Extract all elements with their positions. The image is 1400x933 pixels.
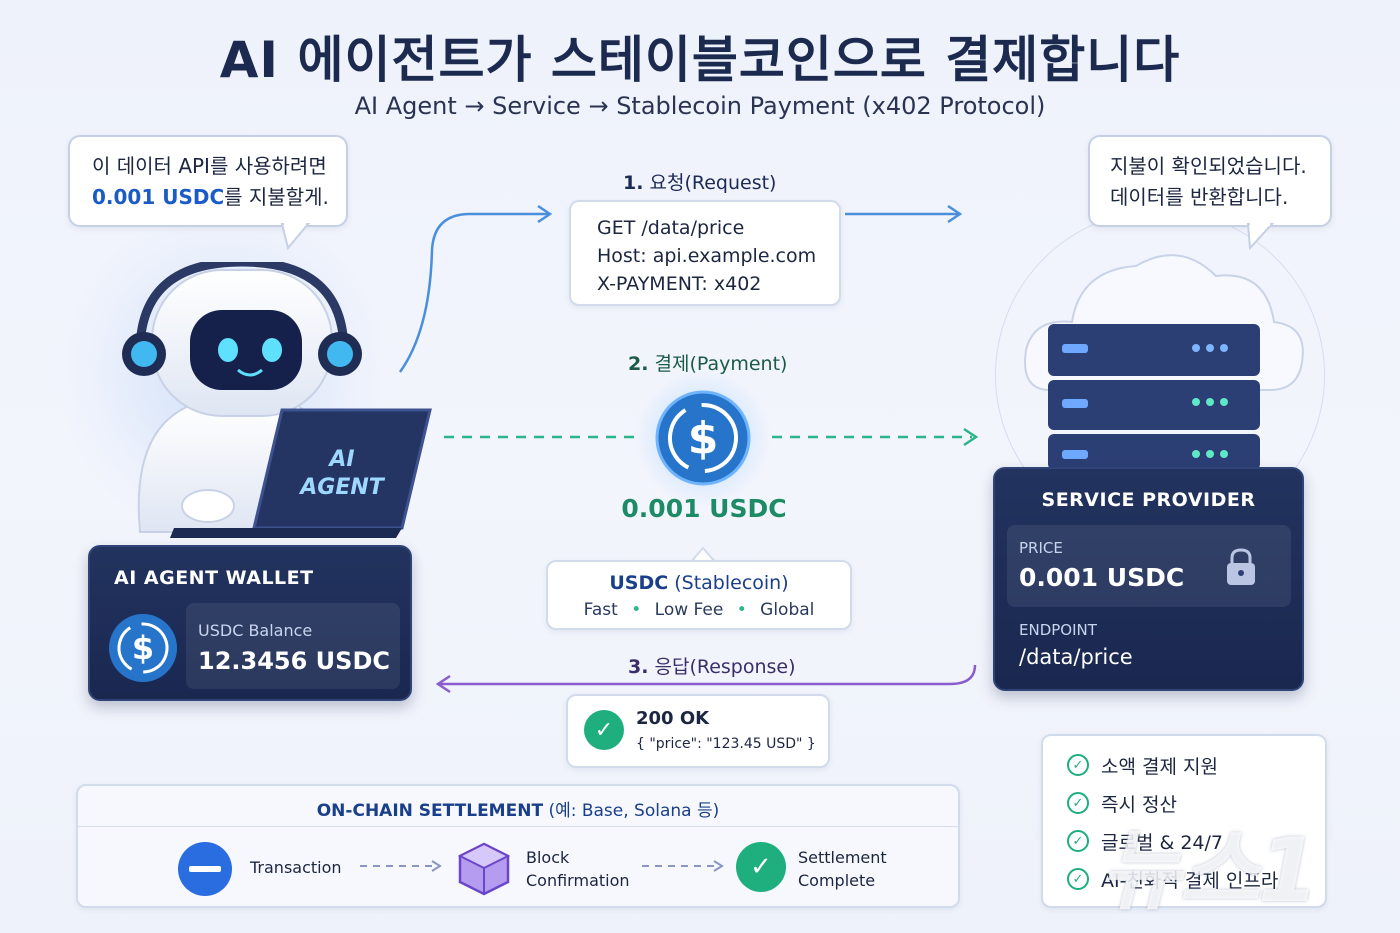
request-step-label: 1. 요청(Request) bbox=[623, 172, 777, 194]
usdc-feature-global: Global bbox=[760, 600, 815, 620]
response-check-icon: ✓ bbox=[584, 710, 624, 750]
benefit-item: ✓즉시 정산 bbox=[1067, 784, 1325, 822]
usdc-feature-fast: Fast bbox=[583, 600, 618, 620]
benefit-item: ✓글로벌 & 24/7 bbox=[1067, 822, 1325, 860]
agent-bubble-amount: 0.001 USDC bbox=[92, 185, 225, 209]
usdc-info-card: USDC (Stablecoin) Fast • Low Fee • Globa… bbox=[546, 560, 852, 630]
provider-price-value: 0.001 USDC bbox=[1019, 563, 1185, 592]
response-status: 200 OK bbox=[636, 708, 710, 729]
server-bubble-line1: 지불이 확인되었습니다. bbox=[1110, 154, 1307, 178]
settlement-step-2-line1: Block bbox=[526, 848, 570, 867]
check-icon: ✓ bbox=[1067, 754, 1089, 776]
benefit-item: ✓AI-친화적 결제 인프라 bbox=[1067, 860, 1325, 898]
agent-bubble-tail bbox=[280, 222, 311, 250]
request-arrow-left bbox=[398, 212, 548, 373]
wallet-balance-box: USDC Balance 12.3456 USDC bbox=[186, 603, 400, 689]
server-speech-bubble: 지불이 확인되었습니다. 데이터를 반환합니다. bbox=[1088, 135, 1332, 227]
provider-title: SERVICE PROVIDER bbox=[1041, 489, 1256, 511]
benefit-item: ✓소액 결제 지원 bbox=[1067, 746, 1325, 784]
svg-text:$: $ bbox=[132, 629, 154, 667]
settlement-check-icon: ✓ bbox=[736, 842, 786, 892]
provider-price-box: PRICE 0.001 USDC bbox=[1007, 525, 1291, 607]
provider-endpoint-label: ENDPOINT bbox=[1019, 621, 1097, 639]
server-bubble-tail bbox=[1246, 222, 1275, 250]
response-arrow bbox=[440, 664, 977, 686]
robot-illustration bbox=[122, 262, 432, 538]
wallet-balance-label: USDC Balance bbox=[198, 621, 313, 640]
settlement-step-2-line2: Confirmation bbox=[526, 871, 630, 890]
payment-amount: 0.001 USDC bbox=[621, 494, 787, 523]
response-step-label: 3. 응답(Response) bbox=[628, 656, 796, 678]
news-watermark: 뉴스1 bbox=[1100, 819, 1319, 922]
svg-text:$: $ bbox=[688, 413, 719, 464]
usdc-name: USDC bbox=[609, 572, 669, 594]
onchain-settlement-panel: ON-CHAIN SETTLEMENT (예: Base, Solana 등) … bbox=[76, 784, 960, 908]
agent-speech-bubble: 이 데이터 API를 사용하려면 0.001 USDC를 지불할게. bbox=[68, 135, 348, 227]
block-cube-icon bbox=[457, 842, 511, 896]
request-card: GET /data/price Host: api.example.com X-… bbox=[569, 200, 841, 306]
check-icon: ✓ bbox=[1067, 868, 1089, 890]
server-bubble-line2: 데이터를 반환합니다. bbox=[1110, 185, 1289, 209]
agent-bubble-line2: 를 지불할게. bbox=[224, 185, 329, 209]
wallet-title: AI AGENT WALLET bbox=[114, 567, 314, 589]
agent-wallet-panel: AI AGENT WALLET $ USDC Balance 12.3456 U… bbox=[88, 545, 412, 701]
benefits-panel: ✓소액 결제 지원 ✓즉시 정산 ✓글로벌 & 24/7 ✓AI-친화적 결제 … bbox=[1041, 734, 1327, 908]
provider-endpoint-value: /data/price bbox=[1019, 645, 1133, 669]
laptop-label-line2: AGENT bbox=[300, 475, 384, 500]
settlement-arrow-1 bbox=[360, 860, 442, 872]
provider-price-label: PRICE bbox=[1019, 539, 1063, 557]
server-cloud-illustration bbox=[1024, 254, 1304, 470]
usdc-wallet-icon: $ bbox=[108, 613, 178, 687]
usdc-type: (Stablecoin) bbox=[674, 572, 789, 594]
transaction-icon bbox=[178, 842, 232, 896]
settlement-arrow-2 bbox=[642, 860, 724, 872]
service-provider-panel: SERVICE PROVIDER PRICE 0.001 USDC ENDPOI… bbox=[993, 467, 1304, 691]
settlement-step-3-line1: Settlement bbox=[798, 848, 887, 867]
response-card: ✓ 200 OK { "price": "123.45 USD" } bbox=[566, 694, 830, 768]
response-body: { "price": "123.45 USD" } bbox=[636, 736, 816, 752]
server-unit-1 bbox=[1048, 324, 1260, 376]
request-line-1: GET /data/price bbox=[597, 217, 745, 239]
check-icon: ✓ bbox=[1067, 830, 1089, 852]
laptop-label: AI AGENT bbox=[292, 446, 392, 502]
usdc-coin-icon: $ bbox=[655, 390, 751, 486]
check-icon: ✓ bbox=[1067, 792, 1089, 814]
request-line-2: Host: api.example.com bbox=[597, 245, 817, 267]
page-title: AI 에이전트가 스테이블코인으로 결제합니다 bbox=[219, 31, 1181, 89]
server-unit-3 bbox=[1048, 434, 1260, 470]
agent-bubble-line1: 이 데이터 API를 사용하려면 bbox=[92, 154, 327, 178]
request-line-3: X-PAYMENT: x402 bbox=[597, 273, 762, 295]
settlement-step-1: Transaction bbox=[250, 858, 342, 877]
lock-icon bbox=[1227, 548, 1255, 585]
usdc-feature-lowfee: Low Fee bbox=[654, 600, 724, 620]
settlement-step-3-line2: Complete bbox=[798, 871, 876, 890]
settlement-title: ON-CHAIN SETTLEMENT (예: Base, Solana 등) bbox=[316, 801, 720, 821]
server-unit-2 bbox=[1048, 380, 1260, 430]
wallet-balance-value: 12.3456 USDC bbox=[198, 647, 390, 675]
page-subtitle: AI Agent → Service → Stablecoin Payment … bbox=[354, 92, 1046, 120]
payment-step-label: 2. 결제(Payment) bbox=[628, 353, 788, 375]
laptop-label-line1: AI bbox=[329, 447, 355, 472]
